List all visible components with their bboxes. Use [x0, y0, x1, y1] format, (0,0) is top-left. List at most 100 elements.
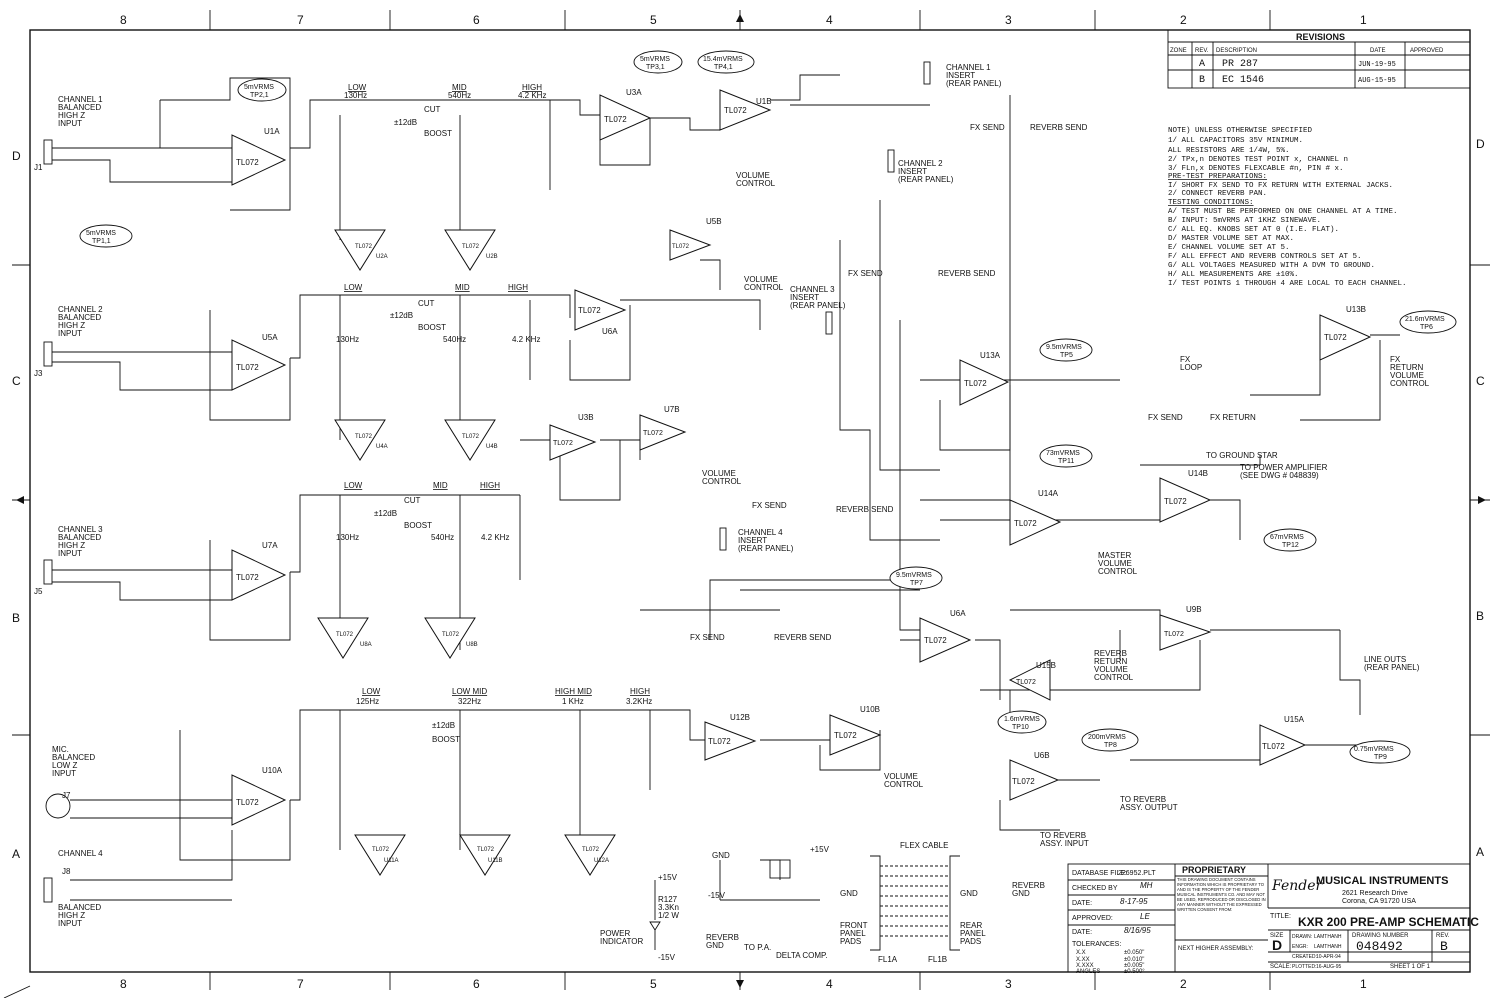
input-label: INPUT	[58, 329, 82, 338]
svg-text:TL072: TL072	[236, 158, 259, 167]
svg-text:FX: FX	[1390, 355, 1401, 364]
title-block: DATABASE FILE: 226952.PLT CHECKED BY MH …	[1067, 863, 1479, 975]
svg-text:U13A: U13A	[980, 351, 1001, 360]
svg-text:TL072: TL072	[604, 115, 627, 124]
jack-j8	[43, 877, 53, 903]
company-name: MUSICAL INSTRUMENTS	[1316, 875, 1448, 887]
jack-ref: J5	[34, 587, 43, 596]
eq-band-name: MID	[452, 83, 467, 92]
svg-text:LINE OUTS: LINE OUTS	[1364, 655, 1406, 664]
svg-text:U8B: U8B	[466, 642, 478, 648]
eq-band-freq: 130Hz	[336, 335, 359, 344]
svg-text:U11A: U11A	[384, 858, 399, 864]
eq-band-freq: 322Hz	[458, 697, 481, 706]
svg-text:CONTROL: CONTROL	[1094, 673, 1134, 682]
svg-text:FX RETURN: FX RETURN	[1210, 413, 1256, 422]
note-line: C/ ALL EQ. KNOBS SET AT 0 (I.E. FLAT).	[1168, 226, 1339, 234]
svg-text:PADS: PADS	[840, 937, 861, 946]
svg-text:CONTROL: CONTROL	[884, 780, 924, 789]
svg-text:67mVRMS: 67mVRMS	[1270, 534, 1304, 541]
send-labels: VOLUME CONTROL VOLUME CONTROL VOLUME CON…	[690, 123, 1430, 898]
svg-text:TL072: TL072	[672, 244, 690, 250]
svg-text:U6A: U6A	[950, 609, 966, 618]
svg-text:TO P.A.: TO P.A.	[744, 943, 771, 952]
svg-text:TL072: TL072	[336, 632, 354, 638]
eq-band-freq: 4.2 KHz	[518, 91, 546, 100]
svg-text:FL1A: FL1A	[878, 955, 898, 964]
svg-text:GND: GND	[712, 851, 730, 860]
svg-text:U1A: U1A	[264, 127, 280, 136]
svg-text:VOLUME: VOLUME	[1094, 665, 1128, 674]
svg-text:CUT: CUT	[424, 105, 441, 114]
approved-date: 8/16/95	[1124, 926, 1151, 935]
svg-text:GND: GND	[706, 941, 724, 950]
svg-text:ASSY. INPUT: ASSY. INPUT	[1040, 839, 1089, 848]
svg-text:±12dB: ±12dB	[432, 721, 455, 730]
svg-text:VOLUME: VOLUME	[884, 772, 918, 781]
svg-text:5mVRMS: 5mVRMS	[86, 230, 116, 237]
svg-text:TL072: TL072	[1016, 679, 1036, 686]
eq-band-freq: 3.2KHz	[626, 697, 652, 706]
svg-text:9.5mVRMS: 9.5mVRMS	[1046, 344, 1082, 351]
zone-label: 2	[1180, 977, 1187, 991]
note-line: H/ ALL MEASUREMENTS ARE ±10%.	[1168, 271, 1299, 279]
xlr-jack-j7	[45, 793, 71, 819]
svg-text:INSERT: INSERT	[790, 293, 819, 302]
opamp-u1a: TL072 U1A	[231, 127, 287, 186]
svg-text:CHANNEL 4: CHANNEL 4	[738, 528, 783, 537]
svg-text:CONTROL: CONTROL	[1098, 567, 1138, 576]
svg-text:U1B: U1B	[756, 97, 772, 106]
input-label: HIGH Z	[58, 911, 85, 920]
svg-text:TP8: TP8	[1104, 742, 1117, 749]
svg-text:FX SEND: FX SEND	[1148, 413, 1183, 422]
power-section: +15V R127 3.3Kn 1/2 W POWER INDICATOR -1…	[600, 873, 679, 962]
svg-text:U4B: U4B	[486, 444, 498, 450]
zone-label: 6	[473, 13, 480, 27]
title-label: TITLE:	[1270, 913, 1291, 920]
svg-text:-15V: -15V	[658, 953, 676, 962]
zone-labels-bottom: 8 7 6 5 4 3 2 1	[120, 977, 1367, 991]
rev-col-description: DESCRIPTION	[1216, 48, 1257, 54]
zone-label: 4	[826, 977, 833, 991]
input-label: INPUT	[58, 119, 82, 128]
eq-band-freq: 4.2 KHz	[512, 335, 540, 344]
svg-text:MASTER: MASTER	[1098, 551, 1132, 560]
svg-text:X.X: X.X	[1076, 950, 1086, 956]
zone-label: A	[12, 847, 20, 861]
svg-text:TO REVERB: TO REVERB	[1120, 795, 1166, 804]
revisions-heading: REVISIONS	[1296, 32, 1345, 42]
svg-text:TL072: TL072	[236, 798, 259, 807]
eq-band-name: MID	[433, 481, 448, 490]
zone-label: A	[1476, 845, 1484, 859]
svg-text:TP11: TP11	[1058, 458, 1074, 465]
wiring	[52, 74, 1400, 901]
input-label: MIC.	[52, 745, 69, 754]
svg-text:1.6mVRMS: 1.6mVRMS	[1004, 716, 1040, 723]
svg-text:TP10: TP10	[1012, 724, 1029, 731]
jack-j3	[43, 341, 53, 367]
jack-j1	[43, 139, 53, 165]
svg-text:U14B: U14B	[1188, 469, 1208, 478]
svg-text:73mVRMS: 73mVRMS	[1046, 450, 1080, 457]
insert-jack-j2	[923, 61, 931, 85]
insert-jack-j9	[719, 527, 727, 551]
drawn-by: LAMTHANH	[1314, 934, 1342, 940]
zone-label: 6	[473, 977, 480, 991]
zone-label: B	[1476, 609, 1484, 623]
zone-label: 4	[826, 13, 833, 27]
zone-label: 1	[1360, 977, 1367, 991]
zone-label: B	[12, 611, 20, 625]
svg-text:PANEL: PANEL	[960, 929, 986, 938]
svg-text:CONTROL: CONTROL	[744, 283, 784, 292]
database-file-label: DATABASE FILE:	[1072, 870, 1127, 877]
svg-text:U13B: U13B	[1346, 305, 1366, 314]
zone-labels-top: 8 7 6 5 4 3 2 1	[120, 13, 1367, 27]
svg-text:CONTROL: CONTROL	[702, 477, 742, 486]
date-label-2: DATE:	[1072, 929, 1092, 936]
